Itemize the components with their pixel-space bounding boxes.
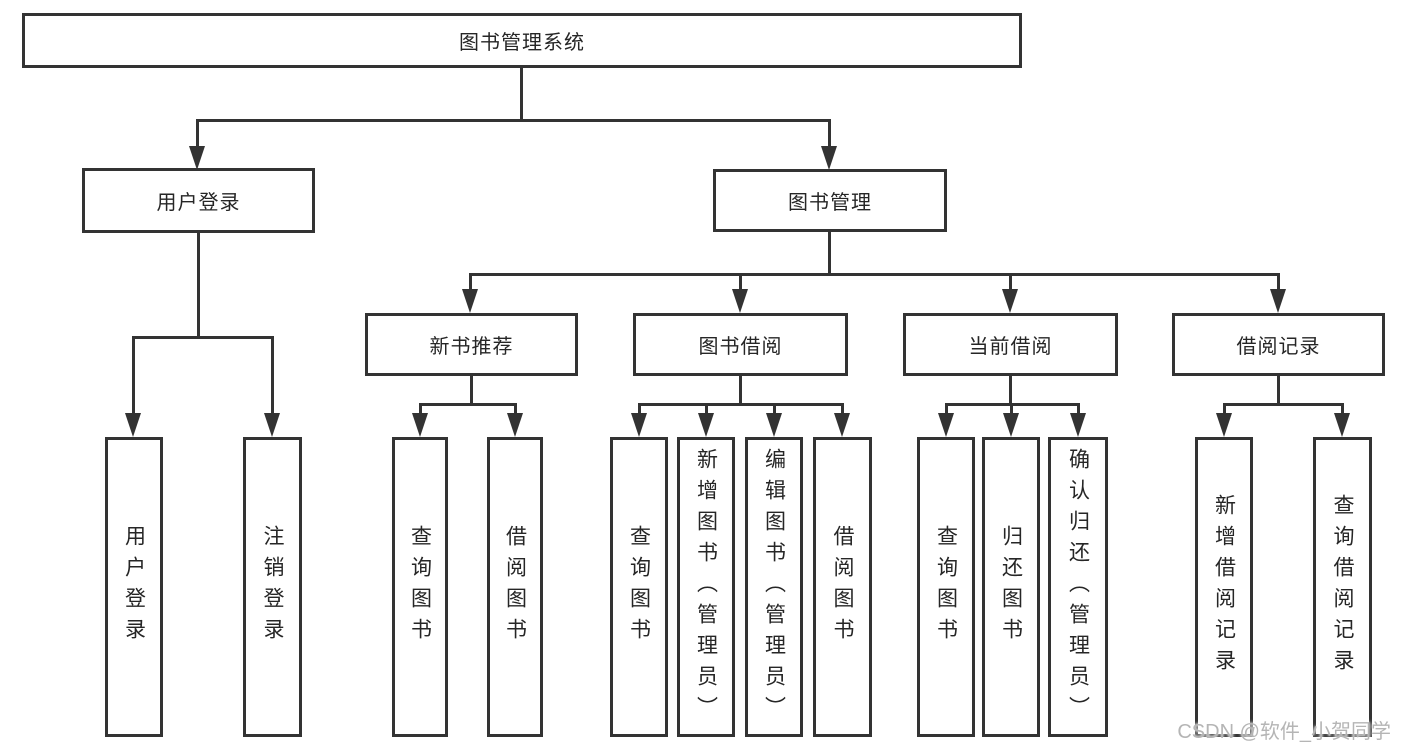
leaf-bb-add-books-label: 新增图书（管理员）: [694, 447, 718, 727]
connector-line: [1277, 376, 1280, 406]
connector-line: [945, 403, 948, 415]
connector-arrow: [766, 413, 782, 437]
leaf-bb-edit-books: 编辑图书（管理员）: [745, 437, 803, 737]
watermark: CSDN @软件_小贺同学: [1177, 721, 1391, 743]
connector-line: [638, 403, 641, 415]
node-user-login-label: 用户登录: [156, 192, 241, 214]
node-library-system: 图书管理系统: [22, 13, 1022, 68]
leaf-cb-query-books: 查询图书: [917, 437, 975, 737]
leaf-cb-confirm-return-label: 确认归还（管理员）: [1066, 447, 1090, 727]
connector-arrow: [1216, 413, 1232, 437]
connector-arrow: [1002, 289, 1018, 313]
node-new-book-recommend-label: 新书推荐: [429, 336, 514, 358]
node-book-management-label: 图书管理: [788, 192, 872, 214]
leaf-bb-query-books: 查询图书: [610, 437, 668, 737]
connector-line: [1223, 403, 1226, 415]
node-user-login: 用户登录: [82, 168, 315, 233]
connector-line: [739, 273, 742, 293]
leaf-cb-return-books-label: 归还图书: [999, 525, 1023, 649]
connector-line: [1009, 273, 1012, 293]
connector-line: [469, 273, 472, 293]
leaf-nbr-query-books: 查询图书: [392, 437, 448, 737]
connector-line: [705, 403, 708, 415]
connector-line: [1277, 273, 1280, 293]
connector-line: [419, 403, 422, 415]
leaf-cb-return-books: 归还图书: [982, 437, 1040, 737]
leaf-br-add-record: 新增借阅记录: [1195, 437, 1253, 737]
connector-arrow: [1003, 413, 1019, 437]
connector-arrow: [264, 413, 280, 437]
leaf-br-query-record: 查询借阅记录: [1313, 437, 1372, 737]
node-library-system-label: 图书管理系统: [459, 32, 585, 54]
connector-line: [1077, 403, 1080, 415]
connector-line: [1223, 403, 1344, 406]
connector-line: [773, 403, 776, 415]
node-book-management: 图书管理: [713, 169, 947, 232]
leaf-nbr-borrow-books: 借阅图书: [487, 437, 543, 737]
connector-arrow: [507, 413, 523, 437]
connector-arrow: [125, 413, 141, 437]
node-borrow-records-label: 借阅记录: [1236, 336, 1321, 358]
connector-line: [739, 376, 742, 406]
connector-line: [469, 273, 1280, 276]
connector-line: [514, 403, 517, 415]
leaf-nbr-borrow-books-label: 借阅图书: [503, 525, 527, 649]
connector-arrow: [834, 413, 850, 437]
node-book-borrow: 图书借阅: [633, 313, 848, 376]
connector-line: [196, 119, 831, 122]
leaf-bb-add-books: 新增图书（管理员）: [677, 437, 735, 737]
connector-line: [828, 232, 831, 276]
connector-arrow: [412, 413, 428, 437]
leaf-br-query-record-label: 查询借阅记录: [1331, 494, 1354, 680]
leaf-bb-edit-books-label: 编辑图书（管理员）: [762, 447, 786, 727]
connector-line: [271, 336, 274, 416]
connector-arrow: [698, 413, 714, 437]
leaf-cb-confirm-return: 确认归还（管理员）: [1048, 437, 1108, 737]
node-book-borrow-label: 图书借阅: [698, 336, 783, 358]
leaf-bb-borrow-books: 借阅图书: [813, 437, 872, 737]
leaf-cb-query-books-label: 查询图书: [934, 525, 958, 649]
connector-line: [841, 403, 844, 415]
connector-line: [1009, 376, 1012, 406]
connector-line: [196, 119, 199, 149]
connector-arrow: [1334, 413, 1350, 437]
connector-arrow: [821, 146, 837, 170]
leaf-br-add-record-label: 新增借阅记录: [1212, 494, 1236, 680]
connector-arrow: [938, 413, 954, 437]
leaf-logout-label: 注销登录: [261, 525, 284, 649]
node-borrow-records: 借阅记录: [1172, 313, 1385, 376]
leaf-nbr-query-books-label: 查询图书: [408, 525, 432, 649]
connector-line: [197, 233, 200, 339]
connector-line: [828, 119, 831, 149]
connector-line: [132, 336, 273, 339]
connector-arrow: [189, 146, 205, 170]
connector-line: [1010, 403, 1013, 415]
node-current-borrow: 当前借阅: [903, 313, 1118, 376]
connector-line: [520, 66, 523, 122]
leaf-user-login-label: 用户登录: [122, 525, 146, 649]
node-current-borrow-label: 当前借阅: [968, 336, 1053, 358]
leaf-user-login: 用户登录: [105, 437, 163, 737]
connector-line: [470, 376, 473, 406]
connector-line: [1341, 403, 1344, 415]
connector-line: [638, 403, 844, 406]
node-new-book-recommend: 新书推荐: [365, 313, 578, 376]
connector-line: [132, 336, 135, 416]
connector-arrow: [631, 413, 647, 437]
leaf-bb-borrow-books-label: 借阅图书: [831, 525, 854, 649]
leaf-logout: 注销登录: [243, 437, 302, 737]
connector-line: [419, 403, 517, 406]
connector-arrow: [1270, 289, 1286, 313]
connector-arrow: [732, 289, 748, 313]
connector-arrow: [1070, 413, 1086, 437]
connector-arrow: [462, 289, 478, 313]
leaf-bb-query-books-label: 查询图书: [627, 525, 651, 649]
